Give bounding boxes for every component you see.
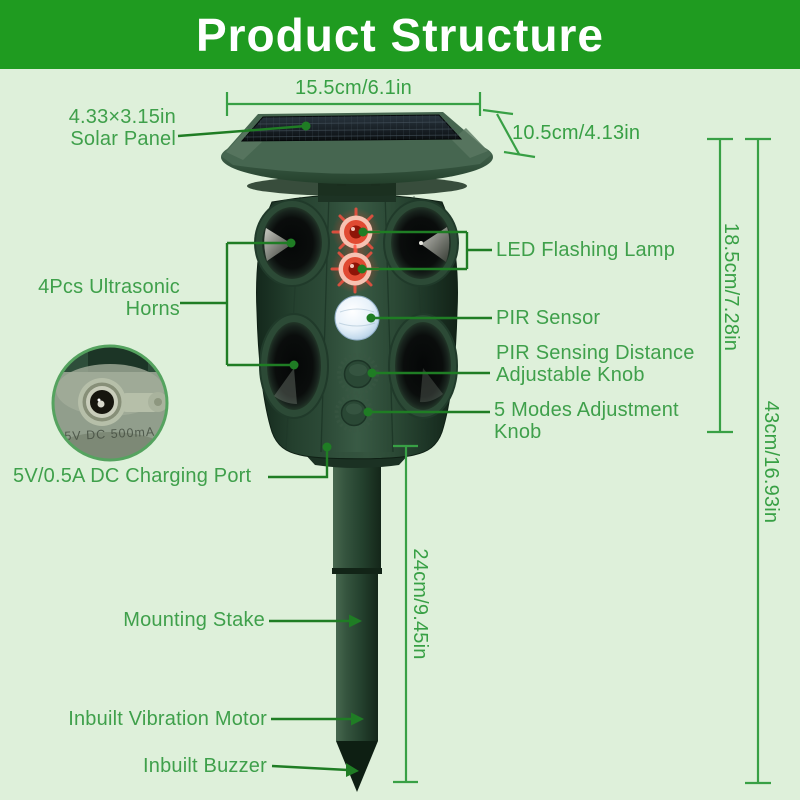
horns-label: 4Pcs Ultrasonic Horns [20, 276, 180, 320]
header-banner: Product Structure [0, 0, 800, 69]
dim-solar-width-label: 15.5cm/6.1in [295, 77, 412, 99]
solar-panel-label-line2: Solar Panel [70, 128, 176, 150]
modes-knob-label: 5 Modes Adjustment Knob [494, 399, 679, 443]
dim-total-height-label: 43cm/16.93in [760, 400, 782, 524]
modes-knob-label-line2: Knob [494, 421, 542, 443]
dim-solar-width-line [225, 92, 482, 116]
pir-knob-label: PIR Sensing Distance Adjustable Knob [496, 342, 695, 386]
dim-solar-depth-label: 10.5cm/4.13in [512, 122, 641, 144]
pir-label: PIR Sensor [496, 307, 601, 329]
solar-panel-label-line1: 4.33×3.15in [68, 106, 176, 128]
dimension-lines [225, 92, 771, 785]
callout-lines [177, 121, 492, 777]
vibration-motor-label: Inbuilt Vibration Motor [68, 708, 267, 730]
horns-label-line1: 4Pcs Ultrasonic [38, 276, 180, 298]
inset-border-circle [51, 344, 169, 462]
callout-horns [180, 238, 299, 370]
dim-total-height-line [745, 137, 771, 785]
buzzer-label: Inbuilt Buzzer [143, 755, 267, 777]
solar-panel-cap [221, 112, 493, 202]
dim-solar-depth-line [482, 108, 536, 159]
callout-dc-port [268, 442, 332, 479]
dim-stake-height-label: 24cm/9.45in [409, 548, 431, 660]
modes-knob-label-line1: 5 Modes Adjustment [494, 399, 679, 421]
pir-knob-label-line1: PIR Sensing Distance [496, 342, 695, 364]
stake-tip [336, 741, 378, 792]
horns-label-line2: Horns [125, 298, 180, 320]
pir-knob-label-line2: Adjustable Knob [496, 364, 645, 386]
ultrasonic-horn-lower-right [388, 313, 458, 419]
callout-led [357, 227, 492, 274]
callout-pir [366, 313, 492, 323]
dc-port-inset: 5V DC 500mA [51, 344, 169, 462]
solar-panel-label: 4.33×3.15in Solar Panel [28, 106, 176, 150]
ultrasonic-horn-upper-right [383, 199, 459, 287]
callout-buzzer [271, 763, 359, 777]
dim-head-height-label: 18.5cm/7.28in [720, 222, 742, 352]
page-title: Product Structure [195, 8, 605, 61]
callout-modes-knob [363, 407, 490, 417]
callout-solar-panel [177, 121, 311, 138]
led-label: LED Flashing Lamp [496, 239, 676, 261]
dc-port-engraving: 5V DC 500mA [64, 425, 156, 444]
callout-vibration-motor [271, 712, 364, 726]
dim-stake-height-line [393, 444, 418, 784]
mounting-stake-label: Mounting Stake [123, 609, 265, 631]
solar-panel [240, 114, 463, 142]
dim-head-height-line [707, 137, 733, 434]
callout-pir-knob [367, 368, 490, 378]
dc-port-label: 5V/0.5A DC Charging Port [13, 465, 252, 487]
callout-mounting-stake [269, 614, 362, 628]
